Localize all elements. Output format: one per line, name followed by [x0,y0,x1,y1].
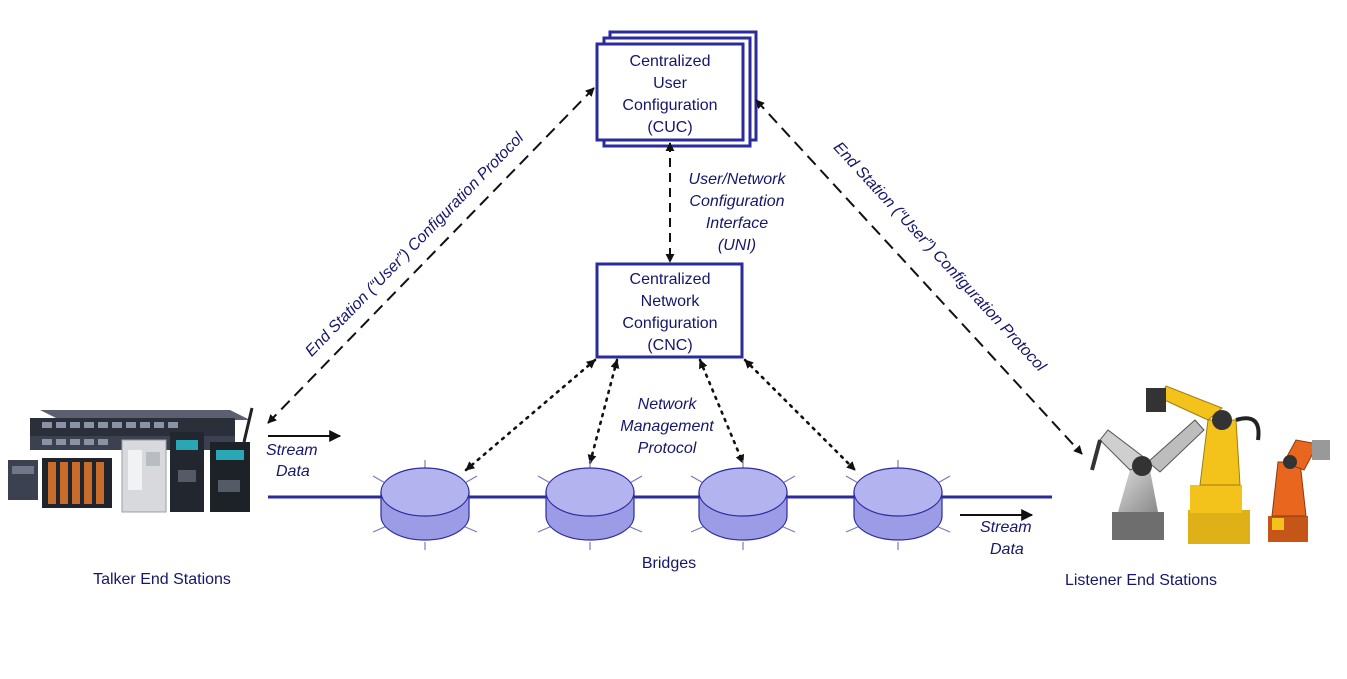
svg-text:Network: Network [638,396,698,413]
industrial-robots-icon [1090,385,1330,544]
svg-text:(UNI): (UNI) [718,237,756,254]
industrial-devices-icon [8,407,254,513]
nmp-arrow-bridge-1 [464,358,597,472]
stream-data-left: Stream Data [266,430,342,480]
nmp-arrow-bridge-3 [698,358,745,465]
cuc-line-4: (CUC) [647,119,692,136]
user-config-protocol-right-label: End Station (“User”) Configuration Proto… [830,139,1049,375]
bridge-disk-icon [690,460,796,550]
svg-text:User/Network: User/Network [689,171,787,188]
cuc-box: Centralized User Configuration (CUC) [595,30,758,148]
user-config-protocol-left-label: End Station (“User”) Configuration Proto… [302,129,527,360]
bridge-disk-icon [845,460,951,550]
svg-text:Stream: Stream [980,519,1032,536]
svg-text:Protocol: Protocol [638,440,697,457]
nmp-arrow-bridge-2 [587,358,620,465]
svg-text:Configuration: Configuration [689,193,784,210]
bridges-label: Bridges [642,555,696,572]
nmp-label: Network Management Protocol [620,396,714,457]
cnc-line-2: Network [641,293,701,310]
cnc-line-1: Centralized [630,271,711,288]
cuc-line-3: Configuration [622,97,717,114]
listener-end-stations-label: Listener End Stations [1065,572,1217,589]
cnc-line-3: Configuration [622,315,717,332]
nmp-arrow-bridge-4 [743,358,857,472]
svg-text:Data: Data [276,463,310,480]
cuc-line-2: User [653,75,687,92]
uni-label: User/Network Configuration Interface (UN… [689,171,787,254]
cnc-line-4: (CNC) [647,337,692,354]
bridge-disk-icon [372,460,478,550]
stream-data-right: Stream Data [960,509,1034,558]
user-config-arrow-right [755,99,1083,455]
user-config-arrow-left [267,87,595,424]
bridge-disk-icon [537,460,643,550]
svg-text:Management: Management [620,418,714,435]
svg-text:Data: Data [990,541,1024,558]
cuc-line-1: Centralized [630,53,711,70]
svg-text:Interface: Interface [706,215,768,232]
network-management-arrows [464,358,857,472]
talker-end-stations-label: Talker End Stations [93,571,231,588]
cnc-box: Centralized Network Configuration (CNC) [595,262,744,359]
svg-text:Stream: Stream [266,442,318,459]
